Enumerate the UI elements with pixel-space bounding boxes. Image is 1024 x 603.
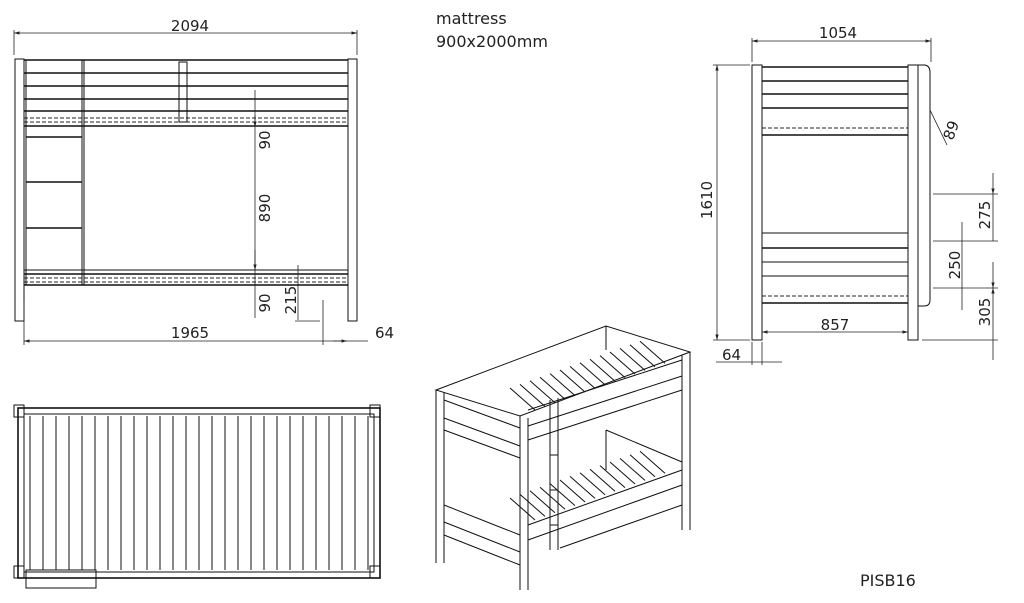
iso-slat xyxy=(629,454,656,478)
iso-slat xyxy=(639,340,666,364)
top-view xyxy=(13,404,381,589)
dim-rung-spacing-middle: 250 xyxy=(946,251,964,280)
dim-rail-offset: 89 xyxy=(940,118,963,142)
iso-slat xyxy=(609,351,636,375)
isometric-view xyxy=(434,325,692,590)
model-code: PISB16 xyxy=(860,571,916,590)
dim-post-width-side: 64 xyxy=(722,346,741,364)
iso-slat xyxy=(529,490,556,514)
iso-slat xyxy=(579,472,606,496)
iso-slat xyxy=(629,344,656,368)
dim-floor-height: 215 xyxy=(282,286,300,315)
iso-slat xyxy=(539,376,566,400)
mattress-note-line2: 900x2000mm xyxy=(436,32,548,51)
iso-slat xyxy=(539,486,566,510)
iso-slat xyxy=(569,476,596,499)
isometric-slats xyxy=(509,340,666,521)
iso-slat xyxy=(579,362,606,386)
iso-slat xyxy=(519,494,546,517)
dim-deck-gap: 890 xyxy=(256,194,274,223)
front-view xyxy=(13,30,368,345)
iso-slat xyxy=(509,387,536,411)
iso-slat xyxy=(549,483,576,506)
iso-slat xyxy=(619,458,646,481)
dim-rung-height-lower: 305 xyxy=(976,298,994,327)
iso-slat xyxy=(639,450,666,474)
mattress-note-line1: mattress xyxy=(436,9,507,28)
iso-slat xyxy=(589,358,616,382)
iso-slat xyxy=(559,369,586,393)
iso-slat xyxy=(599,465,626,488)
dim-overall-width: 1054 xyxy=(819,24,857,42)
dim-overall-height: 1610 xyxy=(698,181,716,219)
dim-clearance-lower: 90 xyxy=(256,293,274,312)
side-view xyxy=(713,38,998,365)
iso-slat xyxy=(619,348,646,371)
dim-inner-length: 1965 xyxy=(171,324,209,342)
iso-slat xyxy=(599,355,626,378)
dim-overall-length: 2094 xyxy=(171,17,209,35)
dim-rung-spacing-upper: 275 xyxy=(976,201,994,230)
iso-slat xyxy=(519,384,546,407)
iso-slat xyxy=(509,497,536,521)
iso-slat xyxy=(559,479,586,503)
iso-slat xyxy=(549,373,576,396)
iso-slat xyxy=(609,461,636,485)
iso-slat xyxy=(529,380,556,404)
dim-clearance-upper: 90 xyxy=(256,130,274,149)
iso-slat xyxy=(589,468,616,492)
iso-slat xyxy=(569,366,596,389)
dim-post-width-front: 64 xyxy=(375,324,394,342)
dim-inner-width: 857 xyxy=(821,316,850,334)
